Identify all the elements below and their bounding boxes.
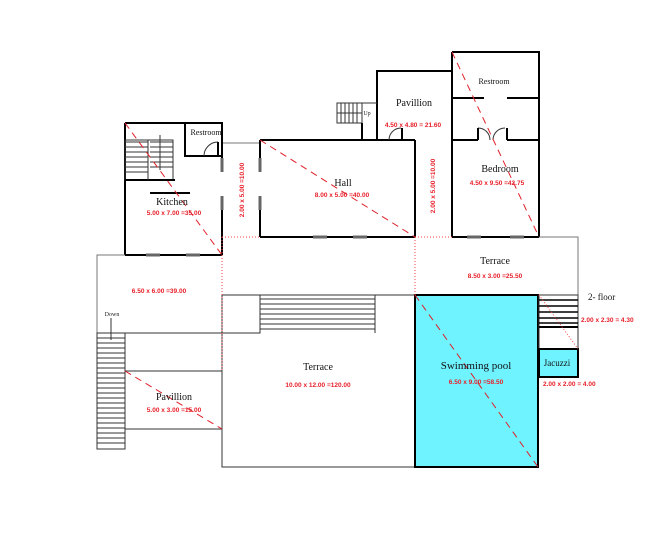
stairs-2floor-area: 2.00 x 2.30 = 4.30 [581, 317, 634, 324]
jacuzzi-label: Jacuzzi [544, 358, 571, 368]
corridor-right-area: 2.00 x 5.00 =10.00 [430, 158, 437, 213]
swimming-pool-label: Swimming pool [441, 360, 512, 372]
restroom-left-label: Restroom [190, 128, 222, 137]
bedroom-area: 4.50 x 9.50 =42.75 [470, 180, 525, 187]
kitchen-label: Kitchen [156, 197, 188, 208]
pavillion-top-label: Pavillion [396, 98, 432, 109]
pavillion-top-area: 4.50 x 4.80 = 21.60 [385, 122, 442, 129]
pavillion-bottom-label: Pavillion [156, 392, 192, 403]
left-area-area: 6.50 x 6.00 =39.00 [132, 288, 187, 295]
jacuzzi-area: 2.00 x 2.00 = 4.00 [543, 381, 596, 388]
terrace-main-label: Terrace [303, 362, 333, 373]
hall-area: 8.00 x 5.00 =40.00 [315, 192, 370, 199]
swimming-pool-area: 6.50 x 9.00 =58.50 [449, 379, 504, 386]
second-floor-label: 2- floor [588, 292, 615, 302]
hall-label: Hall [334, 178, 351, 189]
down-label: Down [105, 312, 120, 318]
kitchen-area: 5.00 x 7.00 =35.00 [147, 210, 202, 217]
area-diagonals [124, 51, 579, 468]
doors [146, 127, 524, 257]
restroom-right-label: Restroom [478, 77, 510, 86]
stairs [96, 103, 578, 450]
jacuzzi-fill [539, 349, 578, 377]
pavillion-bottom-area: 5.00 x 3.00 =15.00 [147, 407, 202, 414]
terrace-right-label: Terrace [480, 256, 510, 267]
boundary-lines [221, 236, 452, 371]
swimming-pool-fill [415, 295, 538, 467]
bedroom-label: Bedroom [481, 164, 518, 175]
terrace-main-area: 10.00 x 12.00 =120.00 [285, 382, 351, 389]
up-label: Up [363, 111, 370, 117]
terrace-right-area: 8.50 x 3.00 =25.50 [468, 273, 523, 280]
corridor-left-area: 2.00 x 5.00 =10.00 [239, 162, 246, 217]
